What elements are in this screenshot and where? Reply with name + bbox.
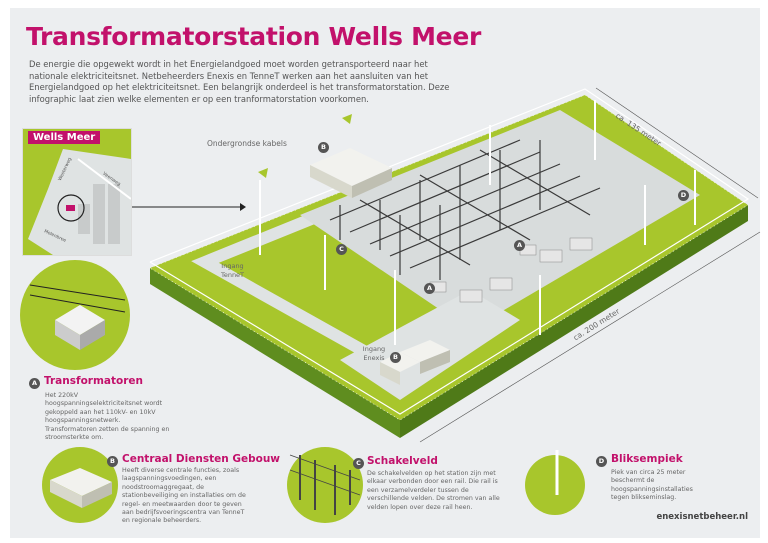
switchyard-circle [287,447,363,523]
lightning-masts [259,100,696,345]
section-title-gebouw: Centraal Diensten Gebouw [122,453,281,465]
plateau-side-left [150,268,400,438]
section-text-transformatoren: Het 220kV hoogspanningselektriciteitsnet… [45,392,170,442]
badge-b: B [390,352,401,363]
switchyard-closeup [289,454,361,515]
transformer-closeup [29,284,126,350]
badge-d: D [678,190,689,201]
intro-text: De energie die opgewekt wordt in het Ene… [29,59,450,104]
label-underground-cables: Ondergrondse kabels [207,139,287,148]
badge-a: A [424,283,435,294]
building-closeup [50,468,112,508]
badge-c: C [336,244,347,255]
location-map: Wells Meer Westerweg Veenweg Molenbree [22,128,132,256]
section-title-bliksempiek: Bliksempiek [611,453,683,465]
badge-d: D [596,456,607,467]
dimension-length [419,231,761,443]
dimension-width [595,87,759,199]
fence [149,88,750,415]
section-title-schakelveld: Schakelveld [367,455,438,467]
section-text-gebouw: Heeft diverse centrale functies, zoals l… [122,467,246,525]
footer-website: enexisnetbeheer.nl [656,512,748,522]
page-title: Transformatorstation Wells Meer [26,22,482,51]
label-entrance-tennet: Ingang TenneT [220,262,245,279]
section-title-transformatoren: Transformatoren [44,375,143,387]
badge-a: A [29,378,40,389]
switchyard-gantries [329,139,601,280]
badge-b: B [318,142,329,153]
badge-b: B [107,456,118,467]
section-text-bliksempiek: Piek van circa 25 meter beschermt de hoo… [611,469,693,502]
central-building [310,148,392,198]
label-entrance-enexis: Ingang Enexis [362,345,386,362]
lightning-circle [525,455,585,515]
transformers [429,237,593,303]
plateau-side-right [400,205,748,438]
badge-a: A [514,240,525,251]
cable-arrows [258,114,352,178]
section-text-schakelveld: De schakelvelden op het station zijn met… [367,470,500,511]
badge-c: C [353,458,364,469]
enexis-building [380,340,450,385]
map-title: Wells Meer [28,131,101,144]
